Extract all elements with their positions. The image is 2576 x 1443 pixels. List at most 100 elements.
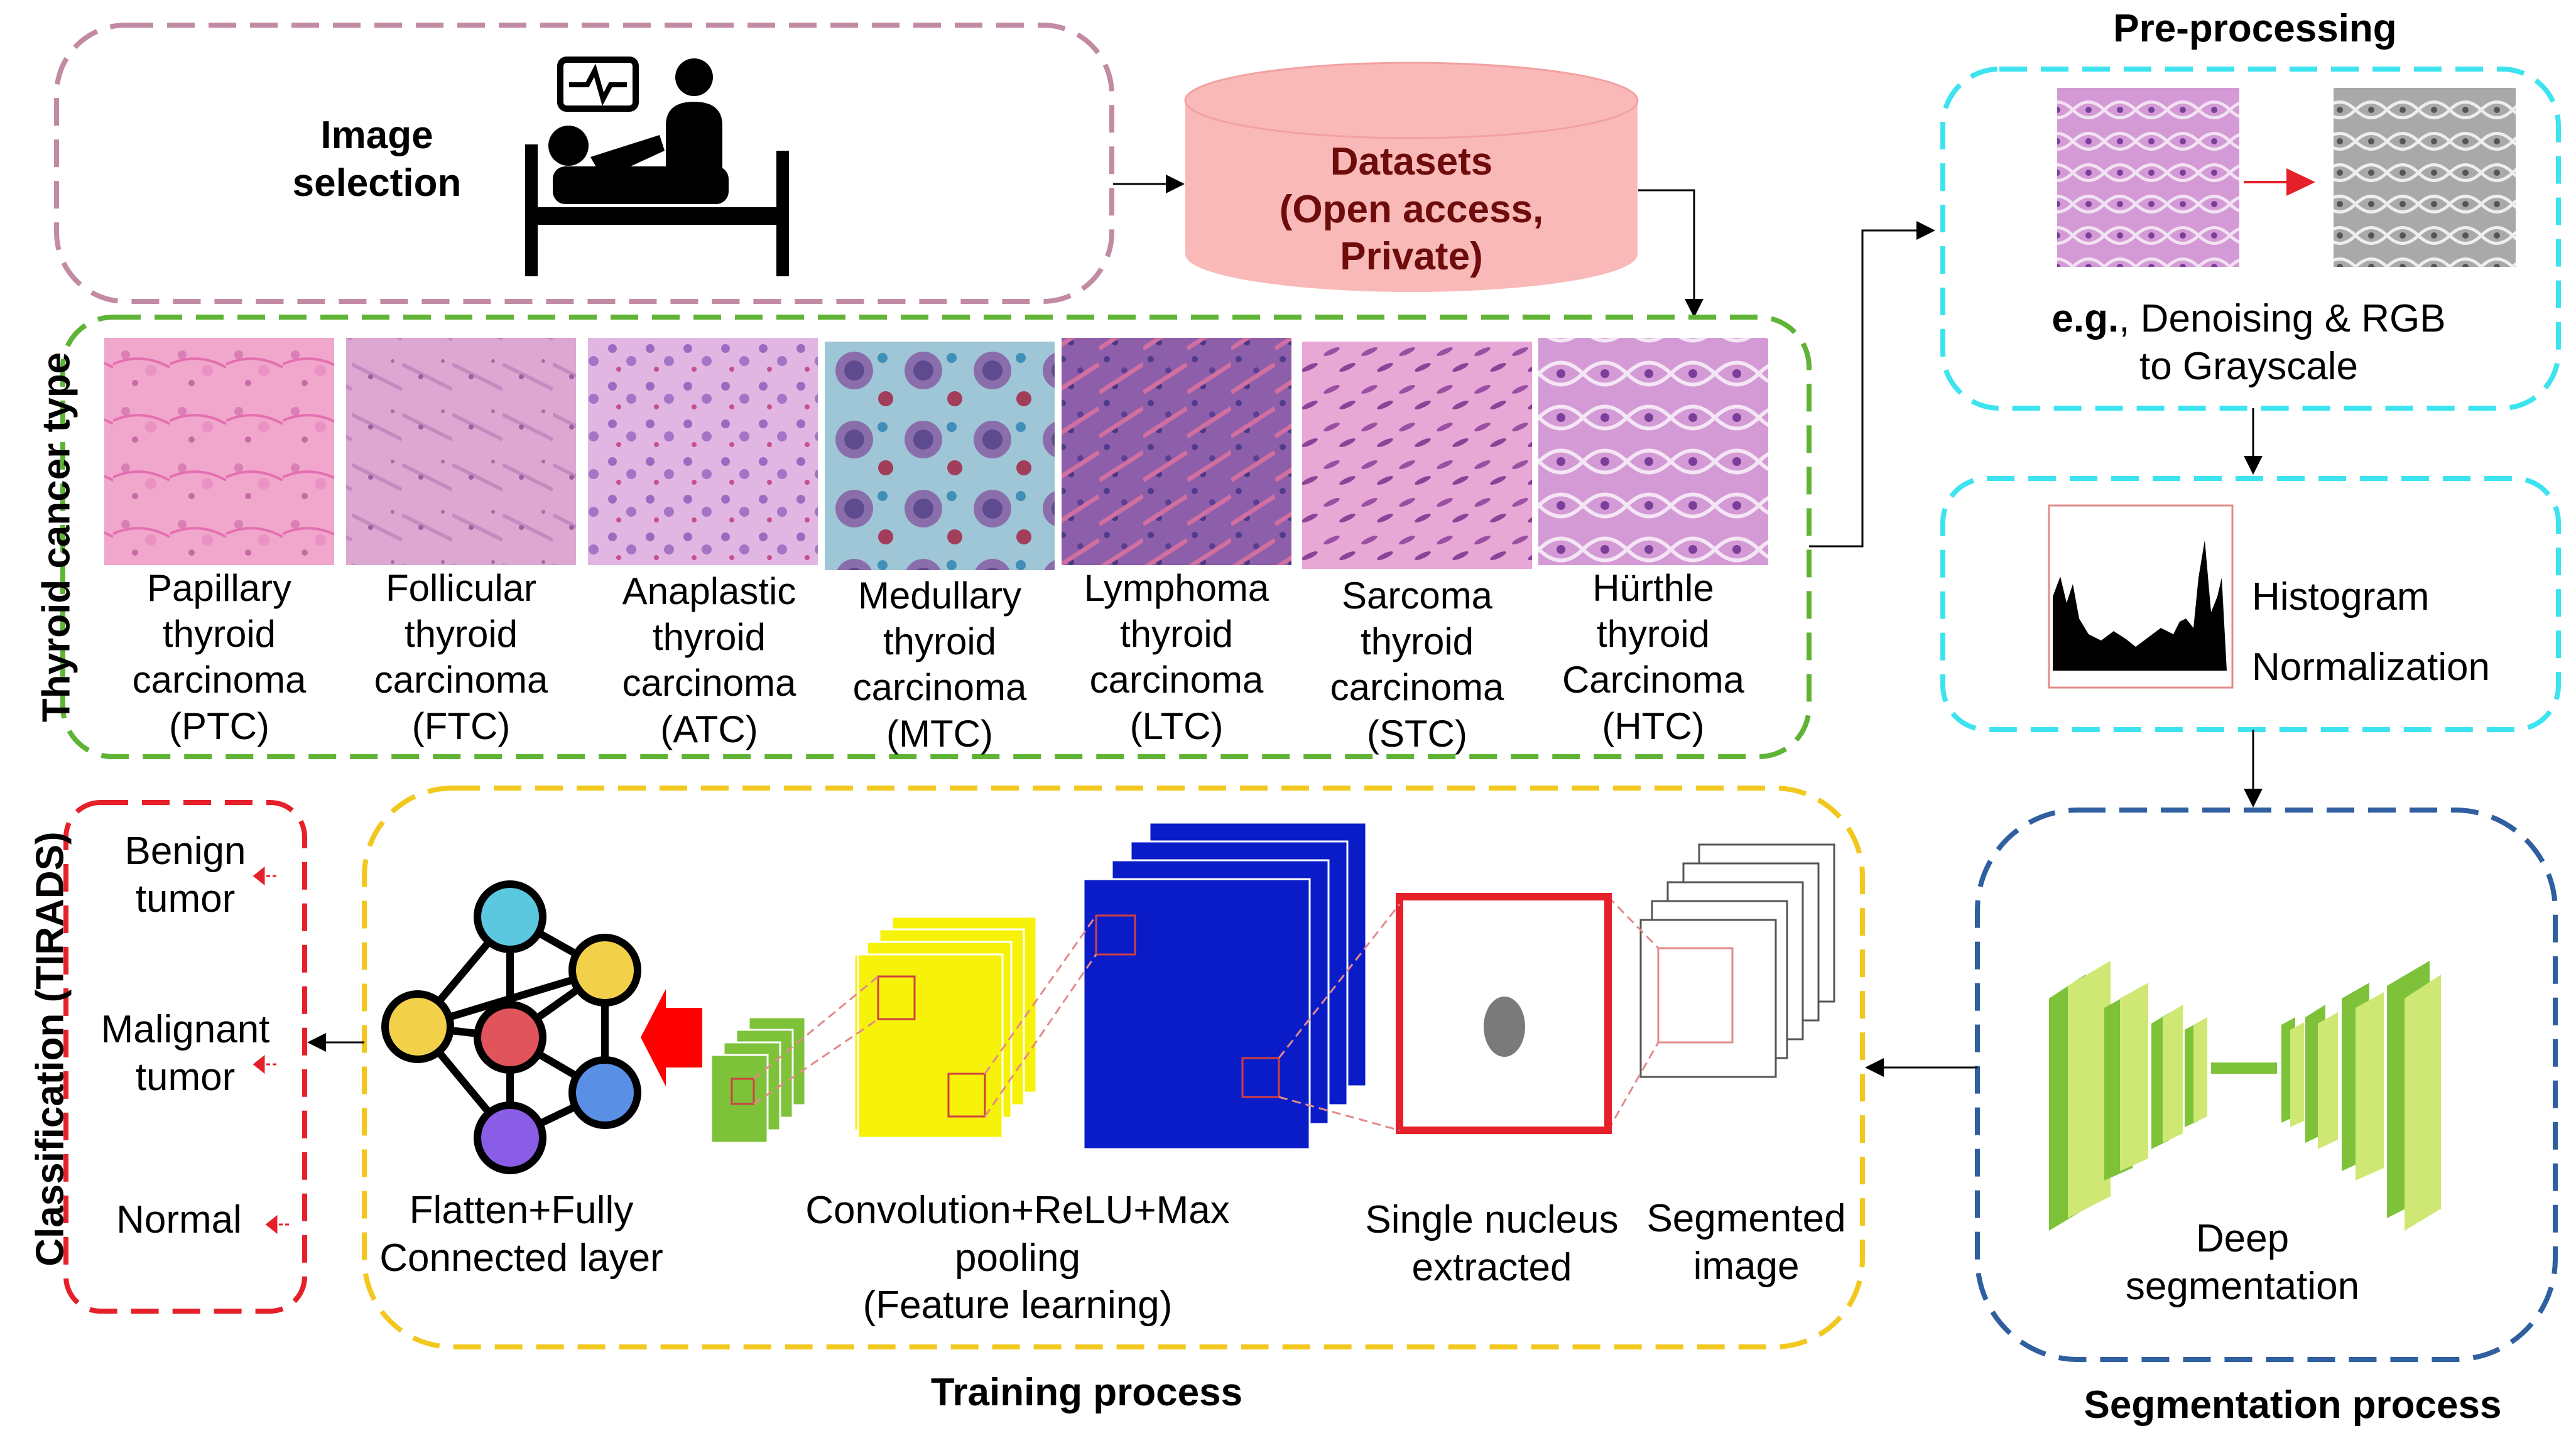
segmented-line2: image <box>1693 1244 1800 1288</box>
ptc-line3: carcinoma <box>132 659 307 701</box>
segmented-image-label: Segmented image <box>1621 1195 1872 1290</box>
eg-bold: e.g. <box>2052 297 2119 340</box>
class-red-arrows <box>253 866 289 1235</box>
arrow-datasets-to-cancer <box>1638 189 1704 318</box>
mtc-line2: thyroid <box>883 620 997 663</box>
ltc-line3: carcinoma <box>1089 659 1264 701</box>
mtc-line1: Medullary <box>857 575 1022 617</box>
classification-axis-label: Classification (TIRADS) <box>28 831 72 1267</box>
malignant-line2: tumor <box>135 1055 236 1099</box>
preproc-gray-image <box>2334 88 2516 267</box>
preprocessing-box <box>1940 67 2561 411</box>
cancer-label-atc: Anaplastic thyroid carcinoma (ATC) <box>584 568 835 752</box>
normal-label: Normal <box>116 1198 242 1241</box>
cancer-label-htc: Hürthle thyroid Carcinoma (HTC) <box>1528 565 1779 749</box>
cancer-type-axis-label: Thyroid cancer type <box>35 352 79 723</box>
cancer-type-box <box>60 315 1812 759</box>
feature-maps-green <box>710 1016 807 1144</box>
eg-rest: , Denoising & RGB <box>2119 297 2446 340</box>
ftc-line1: Follicular <box>385 567 537 609</box>
conv-line2: pooling <box>955 1236 1080 1280</box>
malignant-line1: Malignant <box>101 1008 270 1051</box>
image-selection-line2: selection <box>292 161 462 205</box>
segmented-line1: Segmented <box>1646 1197 1846 1240</box>
histogram-label: Histogram Normalization <box>2252 562 2535 702</box>
preprocessing-title: Pre-processing <box>2113 7 2397 50</box>
unet-icon <box>2049 961 2441 1231</box>
ptc-line4: (PTC) <box>169 705 269 747</box>
benign-line1: Benign <box>124 830 246 873</box>
eg-line2: to Grayscale <box>2139 344 2359 388</box>
nucleus-line1: Single nucleus <box>1365 1198 1619 1241</box>
image-htc <box>1538 338 1768 565</box>
cancer-label-ptc: Papillary thyroid carcinoma (PTC) <box>94 565 345 749</box>
hist-line2: Normalization <box>2252 645 2491 689</box>
training-box <box>362 786 1865 1349</box>
feature-maps-yellow <box>853 916 1038 1139</box>
deep-line2: segmentation <box>2125 1264 2360 1308</box>
image-ptc <box>104 338 334 565</box>
patient-doctor-icon <box>525 57 789 276</box>
flatten-line2: Connected layer <box>379 1236 663 1280</box>
training-title: Training process <box>930 1371 1243 1414</box>
red-arrow-icon <box>641 989 702 1086</box>
ptc-line1: Papillary <box>146 567 292 609</box>
atc-line3: carcinoma <box>622 662 796 705</box>
mtc-line3: carcinoma <box>852 666 1027 709</box>
image-selection-box <box>54 23 1114 304</box>
stc-line3: carcinoma <box>1330 666 1504 709</box>
htc-line1: Hürthle <box>1592 567 1714 609</box>
feature-maps-blue <box>1082 821 1367 1150</box>
hist-line1: Histogram <box>2252 575 2430 619</box>
image-selection-line1: Image <box>320 114 433 157</box>
arrow-cancer-to-preproc <box>1809 221 1935 548</box>
flatten-label: Flatten+Fully Connected layer <box>352 1187 691 1282</box>
ltc-line4: (LTC) <box>1129 705 1224 747</box>
histogram-box <box>1940 476 2561 732</box>
conv-line1: Convolution+ReLU+Max <box>805 1189 1230 1232</box>
htc-line4: (HTC) <box>1602 705 1705 747</box>
nucleus-blob <box>1484 997 1525 1057</box>
image-atc <box>588 338 818 565</box>
atc-line1: Anaplastic <box>622 570 796 612</box>
stc-line2: thyroid <box>1360 620 1474 663</box>
ptc-line2: thyroid <box>162 613 276 656</box>
atc-line4: (ATC) <box>660 708 758 750</box>
htc-line3: Carcinoma <box>1562 659 1745 701</box>
image-stc <box>1302 342 1532 569</box>
image-ftc <box>346 338 576 565</box>
segmented-image-stack <box>1639 843 1835 1078</box>
image-selection-label: Image selection <box>264 112 490 207</box>
ltc-line1: Lymphoma <box>1084 567 1269 609</box>
cancer-label-ltc: Lymphoma thyroid carcinoma (LTC) <box>1051 565 1302 749</box>
ftc-line4: (FTC) <box>411 705 511 747</box>
histogram-plot <box>2053 540 2227 671</box>
cancer-label-stc: Sarcoma thyroid carcinoma (STC) <box>1291 573 1543 757</box>
conv-line3: (Feature learning) <box>862 1284 1173 1327</box>
datasets-line3: Private) <box>1340 235 1483 279</box>
ftc-line2: thyroid <box>404 613 518 656</box>
image-ltc <box>1062 338 1291 565</box>
htc-line2: thyroid <box>1596 613 1710 656</box>
cancer-label-ftc: Follicular thyroid carcinoma (FTC) <box>335 565 587 749</box>
flatten-line1: Flatten+Fully <box>409 1189 634 1232</box>
nucleus-line2: extracted <box>1411 1245 1572 1289</box>
benign-line2: tumor <box>135 877 236 921</box>
image-mtc <box>825 342 1055 570</box>
neural-network-icon <box>381 880 641 1174</box>
atc-line2: thyroid <box>652 616 766 659</box>
nucleus-label: Single nucleus extracted <box>1344 1196 1639 1291</box>
stc-line1: Sarcoma <box>1341 575 1493 617</box>
segmentation-title: Segmentation process <box>2084 1383 2502 1427</box>
preprocessing-example: e.g., Denoising & RGB to Grayscale <box>1997 295 2500 390</box>
benign-label: Benign tumor <box>91 828 280 922</box>
deep-line1: Deep <box>2195 1217 2290 1260</box>
datasets-label: Datasets (Open access, Private) <box>1204 138 1619 281</box>
datasets-line1: Datasets <box>1330 140 1493 183</box>
datasets-line2: (Open access, <box>1279 187 1544 231</box>
datasets-cylinder <box>1184 62 1639 292</box>
conv-label: Convolution+ReLU+Max pooling (Feature le… <box>766 1187 1269 1329</box>
cancer-label-mtc: Medullary thyroid carcinoma (MTC) <box>814 573 1065 757</box>
ltc-line2: thyroid <box>1119 613 1234 656</box>
